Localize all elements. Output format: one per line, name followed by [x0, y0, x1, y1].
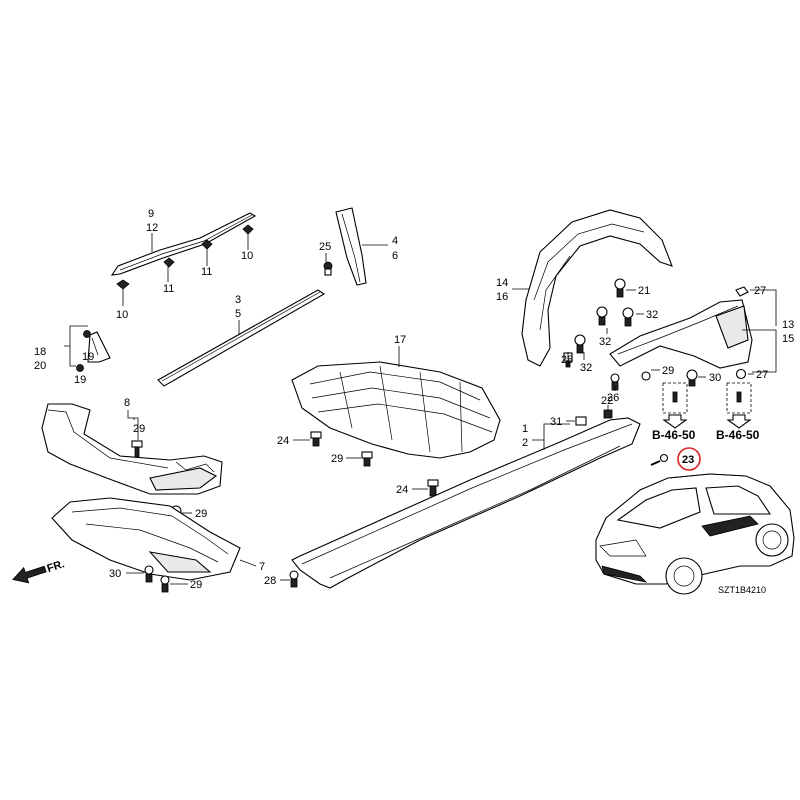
clip-29-bottom — [160, 575, 170, 593]
callout-14: 14 — [496, 277, 508, 289]
clip-29-floor — [361, 451, 373, 467]
roof-molding — [110, 212, 257, 276]
callout-18: 18 — [34, 346, 46, 358]
clip-30 — [144, 565, 154, 583]
highlighted-callout-23: 23 — [677, 447, 701, 471]
callout-26: 26 — [607, 392, 619, 404]
molding-clips — [116, 224, 254, 290]
callout-10-a: 10 — [241, 250, 253, 262]
clip-27-bottom — [735, 368, 747, 380]
callout-32-b: 32 — [599, 336, 611, 348]
clip-24-left — [310, 431, 322, 447]
ref-label-left: B-46-50 — [652, 428, 696, 442]
callout-16: 16 — [496, 291, 508, 303]
front-arrow: FR. — [12, 558, 67, 584]
front-fender-liner — [521, 209, 673, 367]
callout-28-a: 28 — [264, 575, 276, 587]
clip-31 — [575, 416, 587, 426]
callout-29-c: 29 — [195, 508, 207, 520]
side-sill-garnish — [291, 417, 641, 589]
callout-19-b: 19 — [74, 374, 86, 386]
door-strip — [157, 289, 326, 387]
callout-28-b: 28 — [561, 354, 573, 366]
front-label: FR. — [46, 558, 67, 575]
leader-lines — [64, 233, 777, 585]
pillar-garnish — [323, 207, 367, 286]
callout-27-a: 27 — [754, 285, 766, 297]
callout-22: 22 — [601, 395, 613, 407]
callout-29-d: 29 — [190, 579, 202, 591]
callout-24-a: 24 — [277, 435, 289, 447]
clip-21 — [614, 278, 626, 298]
reference-right: B-46-50 — [716, 382, 760, 442]
callout-23: 23 — [682, 454, 694, 466]
clip-27-top — [735, 286, 749, 297]
callout-6: 6 — [392, 250, 398, 262]
callout-29-b: 29 — [331, 453, 343, 465]
triangle-garnish — [76, 330, 111, 372]
front-spoiler — [41, 403, 223, 495]
callout-5: 5 — [235, 308, 241, 320]
front-under-cover — [51, 497, 241, 581]
ref-label-right: B-46-50 — [716, 428, 760, 442]
car-locator — [595, 473, 795, 595]
callout-11-b: 11 — [201, 266, 212, 278]
callout-31: 31 — [550, 416, 562, 428]
clip-32-c — [574, 334, 586, 354]
callout-20: 20 — [34, 360, 46, 372]
callout-13: 13 — [782, 319, 794, 331]
callout-32-c: 32 — [580, 362, 592, 374]
callout-10-b: 10 — [116, 309, 128, 321]
callout-29-e: 29 — [662, 365, 674, 377]
callout-9: 9 — [148, 208, 154, 220]
callout-4: 4 — [392, 235, 398, 247]
callout-12: 12 — [146, 222, 158, 234]
clip-30-guard — [686, 369, 698, 387]
callout-2: 2 — [522, 437, 528, 449]
callout-7: 7 — [259, 561, 265, 573]
callout-1: 1 — [522, 423, 528, 435]
floor-cover — [291, 361, 501, 459]
callout-27-b: 27 — [756, 369, 768, 381]
reference-left: B-46-50 — [652, 382, 696, 442]
callout-8: 8 — [124, 397, 130, 409]
clip-28-sill — [289, 570, 299, 588]
callout-3: 3 — [235, 294, 241, 306]
callout-30-b: 30 — [709, 372, 721, 384]
callout-25: 25 — [319, 241, 331, 253]
callout-30-a: 30 — [109, 568, 121, 580]
callout-15: 15 — [782, 333, 794, 345]
rear-splash-guard — [609, 299, 753, 369]
callout-11-a: 11 — [163, 283, 174, 295]
clip-32-a — [596, 306, 608, 326]
callout-24-b: 24 — [396, 484, 408, 496]
callout-19-a: 19 — [82, 351, 94, 363]
clip-22 — [603, 409, 613, 419]
callout-29-a: 29 — [133, 423, 145, 435]
clip-29-liner — [641, 371, 651, 381]
callout-21: 21 — [638, 285, 650, 297]
clip-24-bottom — [427, 479, 439, 497]
diagram-code: SZT1B4210 — [718, 585, 766, 595]
clip-32-b — [622, 307, 634, 327]
callout-numbers: 9 12 11 11 10 10 3 5 25 4 6 17 18 20 19 … — [34, 208, 794, 591]
callout-32-a: 32 — [646, 309, 658, 321]
callout-17: 17 — [394, 334, 406, 346]
screw-23 — [650, 453, 669, 466]
clip-29-left — [131, 440, 143, 458]
